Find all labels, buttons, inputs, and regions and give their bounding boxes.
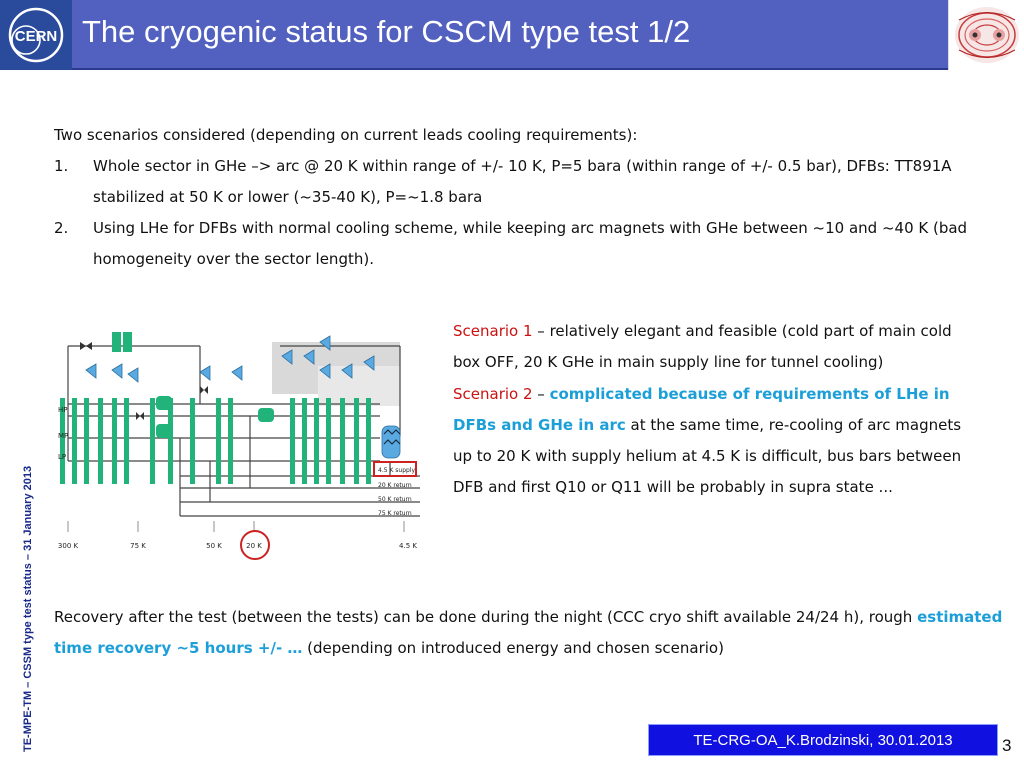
list-item: 1. Whole sector in GHe –> arc @ 20 K wit… <box>54 151 984 213</box>
scenario-2-label: Scenario 2 <box>453 384 533 403</box>
scenario-2: Scenario 2 – complicated because of requ… <box>453 379 978 504</box>
return-label: 50 K return <box>378 496 412 503</box>
list-item: 2. Using LHe for DFBs with normal coolin… <box>54 213 984 275</box>
scenario-2-dash: – <box>532 384 550 403</box>
scenario-1-text: – relatively elegant and feasible (cold … <box>453 322 952 372</box>
line-label: LP <box>58 453 66 461</box>
intro-section: Two scenarios considered (depending on c… <box>54 120 984 275</box>
list-text: Using LHe for DFBs with normal cooling s… <box>93 219 968 268</box>
page-title: The cryogenic status for CSCM type test … <box>82 14 691 49</box>
cern-logo: CERN <box>0 0 72 70</box>
temp-label: 50 K <box>206 542 222 550</box>
footer-credit: TE-CRG-OA_K.Brodzinski, 30.01.2013 <box>693 732 953 749</box>
list-number: 2. <box>54 219 69 237</box>
return-label: 20 K return <box>378 482 412 489</box>
page-number: 3 <box>1002 736 1012 755</box>
temp-label: 75 K <box>130 542 146 550</box>
line-label: MP <box>58 432 68 440</box>
temp-label: 300 K <box>58 542 79 550</box>
line-label: HP <box>58 406 68 414</box>
recovery-highlight: estimated time recovery ~5 hours +/- … <box>54 608 1003 657</box>
20k-highlight-circle <box>240 530 270 560</box>
side-label: TE-MPE-TM – CSSM type test status – 31 J… <box>22 465 34 752</box>
cryo-scheme-diagram: HP MP LP 4.5 K supply 20 K return 50 K r… <box>50 316 440 560</box>
title-bar: The cryogenic status for CSCM type test … <box>72 0 948 70</box>
lhc-event-logo <box>948 0 1024 70</box>
scenarios-text: Scenario 1 – relatively elegant and feas… <box>453 316 978 504</box>
scenario-1: Scenario 1 – relatively elegant and feas… <box>453 316 978 379</box>
temp-label: 20 K <box>246 542 262 550</box>
return-label: 75 K return <box>378 510 412 517</box>
scenario-2-highlight: complicated because of requirements of L… <box>453 384 950 434</box>
recovery-paragraph: Recovery after the test (between the tes… <box>54 602 1004 664</box>
scenario-1-label: Scenario 1 <box>453 322 533 340</box>
cern-logo-text: CERN <box>15 28 58 45</box>
recovery-text-2: (depending on introduced energy and chos… <box>302 639 724 657</box>
temp-label: 4.5 K <box>399 542 417 550</box>
intro-lead: Two scenarios considered (depending on c… <box>54 126 638 144</box>
recovery-text-1: Recovery after the test (between the tes… <box>54 608 918 626</box>
list-text: Whole sector in GHe –> arc @ 20 K within… <box>93 157 952 206</box>
footer-credit-box: TE-CRG-OA_K.Brodzinski, 30.01.2013 <box>648 724 998 756</box>
return-label: 4.5 K supply <box>378 467 416 474</box>
supply-highlight-box <box>373 461 417 477</box>
scenario-2-text: at the same time, re-cooling of arc magn… <box>453 415 962 497</box>
list-number: 1. <box>54 157 69 175</box>
